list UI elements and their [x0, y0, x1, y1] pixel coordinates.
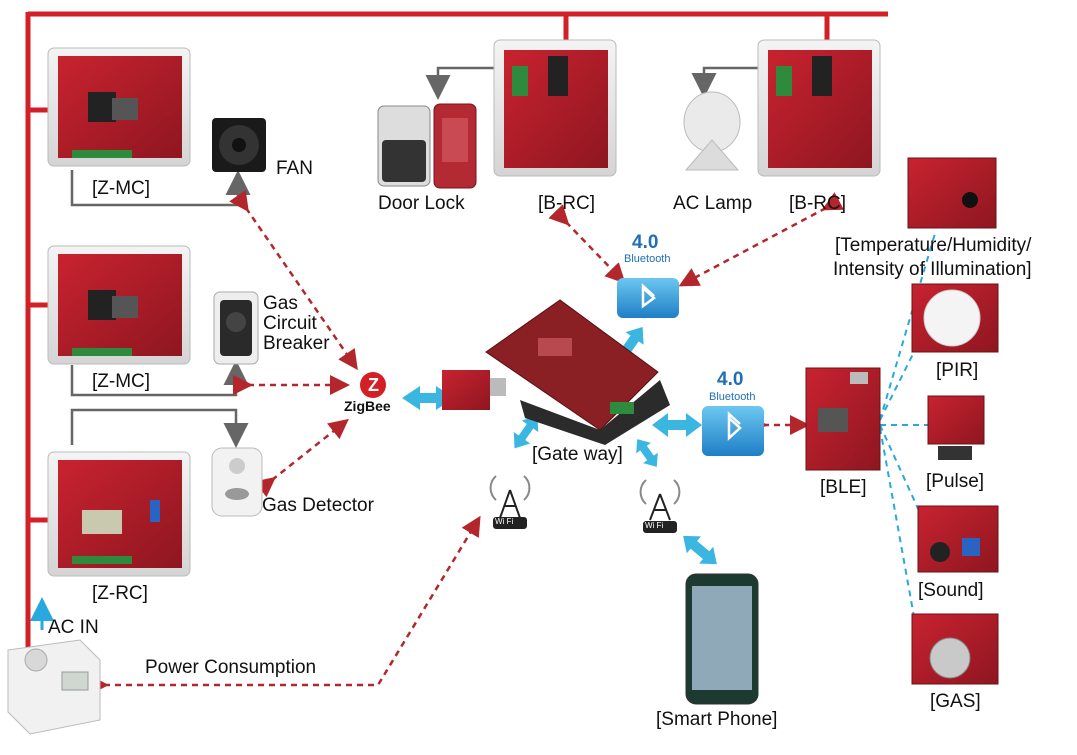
- gas-label: [GAS]: [930, 691, 981, 712]
- temperature-sensor-label-line1: [Temperature/Humidity/: [835, 235, 1032, 256]
- pir-sensor: [911, 283, 999, 353]
- brc-device-1: [493, 39, 617, 177]
- zmc-label: [Z-MC]: [92, 371, 151, 392]
- zigbee-dongle: [442, 370, 506, 410]
- gas-sensor: [911, 613, 999, 685]
- gas-circuit-breaker-device: [213, 291, 259, 365]
- gas-breaker-label-line2: Circuit: [263, 313, 317, 334]
- zmc-label: [Z-MC]: [92, 178, 151, 199]
- temperature-sensor-label-line2: Intensity of Illumination]: [833, 259, 1032, 280]
- gateway-label: [Gate way]: [532, 444, 623, 465]
- pir-label: [PIR]: [936, 360, 979, 381]
- bluetooth-icon: [617, 278, 679, 318]
- zrc-device: [47, 451, 191, 577]
- gateway-device: [485, 299, 670, 445]
- temp-humidity-sensor: [907, 157, 997, 229]
- zigbee-logo-icon: Z ZigBee: [342, 372, 406, 416]
- wifi-tower-icon: [639, 479, 681, 533]
- pulse-sensor: [927, 395, 985, 460]
- smart-phone-label: [Smart Phone]: [656, 709, 778, 730]
- bluetooth-brand-label: Bluetooth: [624, 253, 671, 265]
- pulse-label: [Pulse]: [926, 471, 985, 492]
- wireless-links: [89, 189, 844, 695]
- zigbee-label: ZigBee: [344, 398, 391, 414]
- bluetooth-version-label: 4.0: [632, 232, 659, 253]
- sound-label: [Sound]: [918, 580, 984, 601]
- wifi-label: Wi Fi: [495, 517, 514, 526]
- fan-device: [212, 118, 266, 172]
- smart-phone-device: [685, 573, 759, 705]
- fan-label: FAN: [276, 158, 313, 179]
- zmc-device-2: [47, 245, 191, 365]
- wifi-label: Wi Fi: [645, 521, 664, 530]
- door-lock-label: Door Lock: [378, 193, 465, 214]
- gas-breaker-label-line3: Breaker: [263, 333, 330, 354]
- gas-detector-label: Gas Detector: [262, 495, 374, 516]
- door-lock-device: [377, 103, 477, 189]
- bluetooth-icon: [702, 406, 764, 456]
- gas-detector-device: [211, 447, 263, 517]
- ac-lamp-device: [683, 91, 741, 171]
- bluetooth-version-label: 4.0: [717, 369, 744, 390]
- gas-breaker-label-line1: Gas: [263, 293, 298, 314]
- brc-device-2: [757, 39, 881, 177]
- ble-label: [BLE]: [820, 477, 867, 498]
- brc-label: [B-RC]: [789, 193, 846, 214]
- wifi-tower-icon: [489, 475, 531, 529]
- sound-sensor: [917, 505, 999, 573]
- brc-label: [B-RC]: [538, 193, 595, 214]
- power-bus: [25, 11, 888, 660]
- ac-in-label: AC IN: [48, 617, 99, 638]
- zmc-device-1: [47, 47, 191, 167]
- power-meter-plug: [7, 639, 101, 735]
- bluetooth-brand-label: Bluetooth: [709, 391, 756, 403]
- power-consumption-label: Power Consumption: [145, 657, 317, 678]
- gateway-links: [402, 326, 717, 565]
- zrc-label: [Z-RC]: [92, 583, 148, 604]
- ac-lamp-label: AC Lamp: [673, 193, 753, 214]
- ble-device: [805, 367, 881, 471]
